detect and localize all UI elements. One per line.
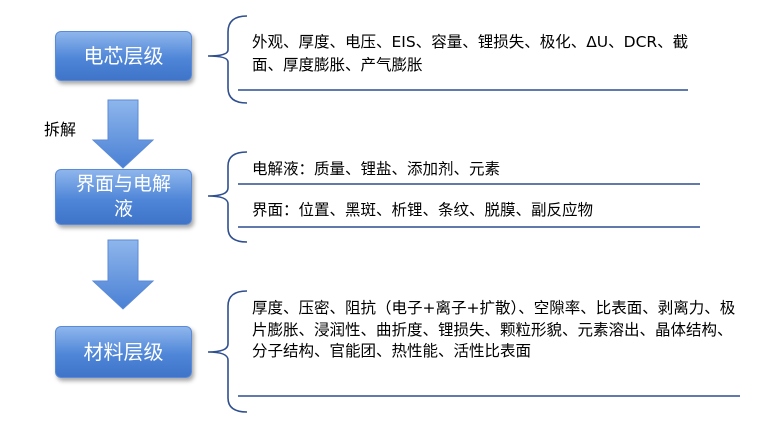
detail-interface: 界面：位置、黑斑、析锂、条纹、脱膜、副反应物	[252, 201, 594, 219]
bracket-1	[207, 15, 248, 104]
detail-material: 厚度、压密、阻抗（电子+离子+扩散）、空隙率、比表面、剥离力、极片膨胀、浸润性、…	[252, 299, 736, 360]
level-box-cell: 电芯层级	[55, 31, 192, 81]
level-label-material: 材料层级	[83, 340, 164, 364]
down-arrow-2	[91, 239, 155, 310]
detail-cell: 外观、厚度、电压、EIS、容量、锂损失、极化、ΔU、DCR、截面、厚度膨胀、产气…	[252, 33, 689, 74]
level-box-interface: 界面与电解液	[55, 169, 192, 225]
detail-electrolyte: 电解液：质量、锂盐、添加剂、元素	[252, 160, 501, 178]
level-label-interface: 界面与电解液	[75, 173, 171, 220]
bracket-2	[207, 151, 248, 243]
down-arrow-1	[91, 99, 155, 169]
action-label-disassemble: 拆解	[44, 120, 77, 139]
level-label-cell: 电芯层级	[83, 44, 164, 68]
bracket-3	[207, 290, 248, 413]
level-box-material: 材料层级	[55, 326, 192, 378]
